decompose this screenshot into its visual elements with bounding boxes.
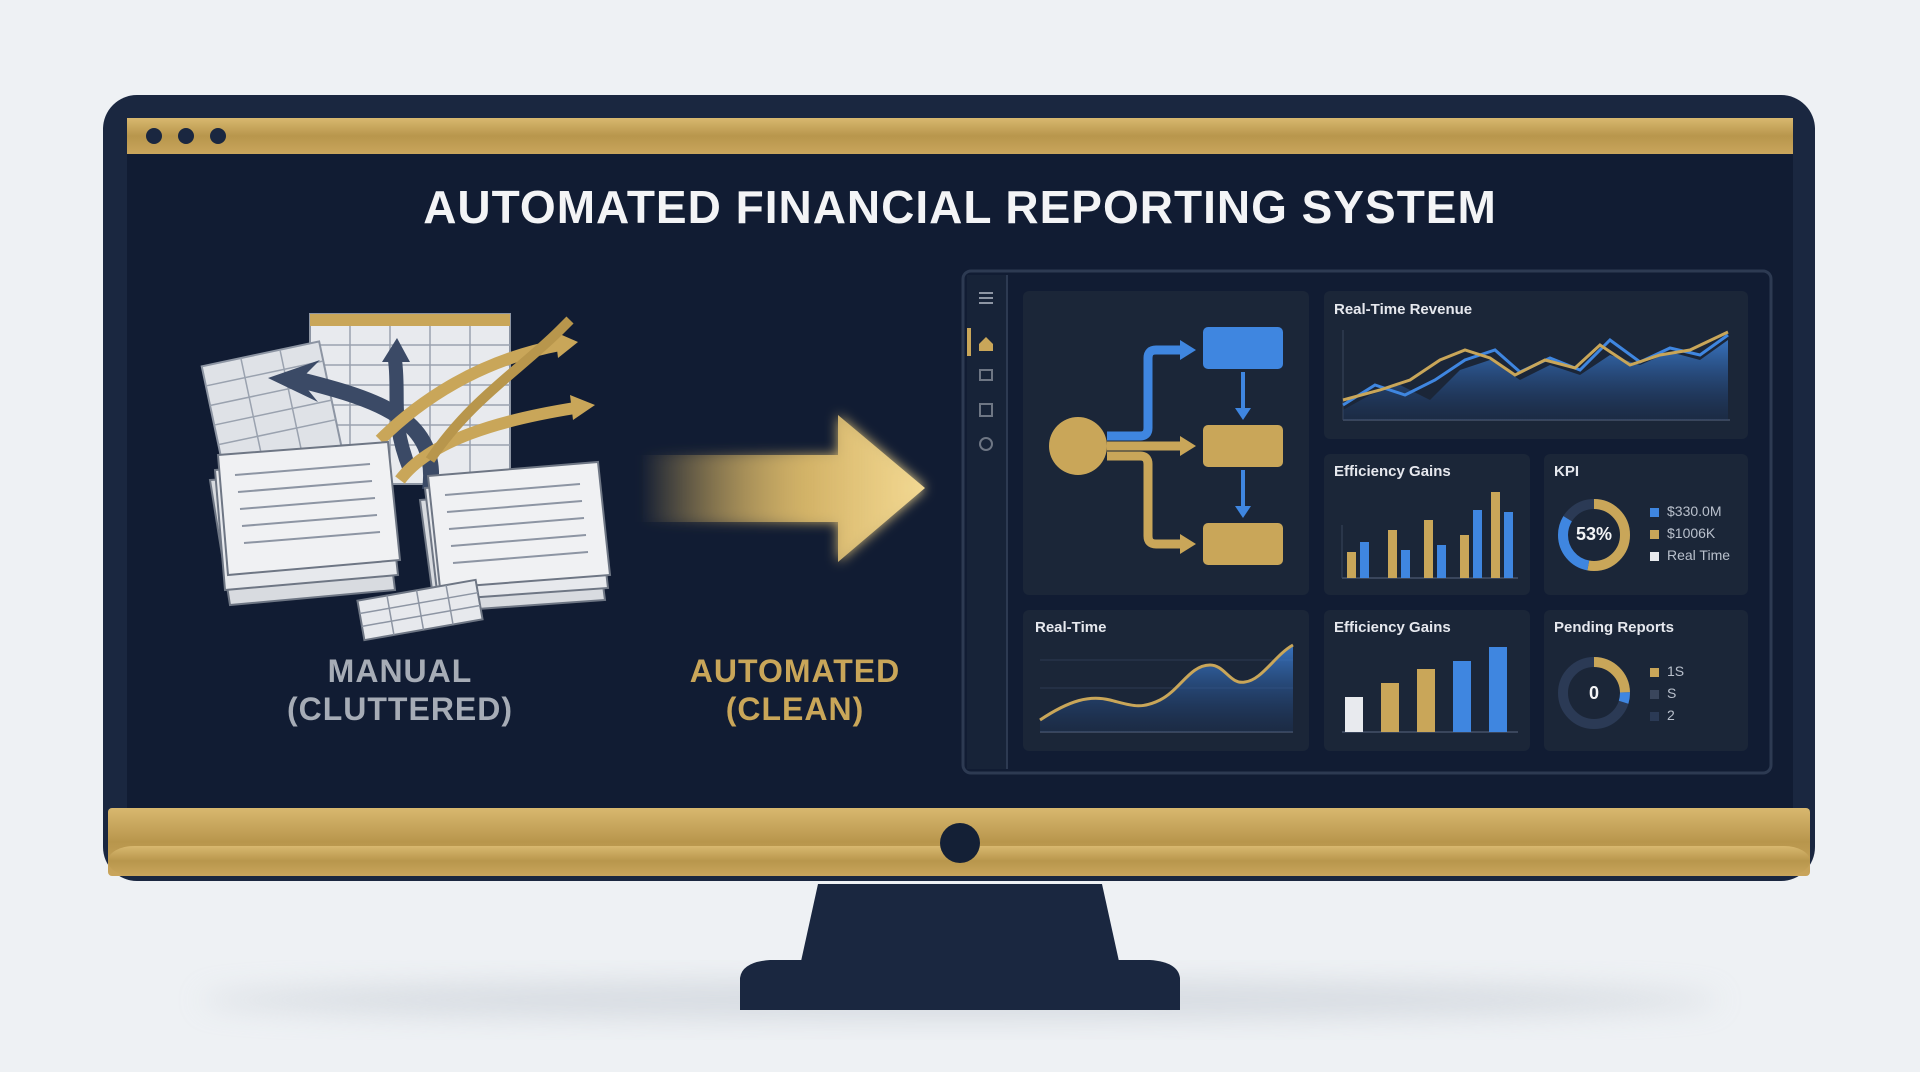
realtime-panel-title: Real-Time: [1035, 619, 1107, 636]
kpi-panel-title: KPI: [1554, 463, 1580, 480]
manual-sublabel: (CLUTTERED): [286, 691, 514, 727]
legend-swatch: [1650, 711, 1659, 721]
efficiency2-panel-title: Efficiency Gains: [1334, 619, 1451, 636]
revenue-area-chart: [1342, 330, 1730, 421]
manual-label: MANUAL: [327, 653, 473, 689]
data-icon: [979, 403, 993, 417]
manual-caption: MANUAL (CLUTTERED): [260, 652, 540, 728]
kpi-legend-item: Real Time: [1650, 547, 1730, 563]
menu-icon: [979, 292, 993, 304]
workflow-diagram: [1049, 327, 1283, 565]
legend-swatch: [1650, 507, 1659, 517]
cluttered-documents-illustration: [200, 313, 612, 642]
pending-donut-chart: [1558, 657, 1630, 729]
legend-swatch: [1650, 689, 1659, 699]
automated-label: AUTOMATED: [689, 653, 901, 689]
settings-icon: [979, 437, 993, 451]
legend-swatch: [1650, 551, 1659, 561]
page-title: AUTOMATED FINANCIAL REPORTING SYSTEM: [423, 181, 1497, 233]
automated-caption: AUTOMATED (CLEAN): [650, 652, 940, 728]
legend-swatch: [1650, 529, 1659, 539]
pending-legend-item: S: [1650, 685, 1676, 701]
kpi-value: 53%: [1575, 524, 1613, 544]
kpi-donut-chart: [1558, 499, 1630, 571]
realtime-area-chart: [1039, 643, 1294, 733]
legend-swatch: [1650, 667, 1659, 677]
pending-legend-item: 1S: [1650, 663, 1684, 679]
transform-arrow-icon: [640, 415, 925, 562]
kpi-legend-item: $1006K: [1650, 525, 1715, 541]
reports-icon: [979, 369, 993, 381]
kpi-legend-item: $330.0M: [1650, 503, 1721, 519]
home-icon: [979, 337, 993, 351]
automated-sublabel: (CLEAN): [725, 691, 865, 727]
revenue-panel-title: Real-Time Revenue: [1334, 301, 1473, 318]
pending-panel-title: Pending Reports: [1554, 619, 1675, 636]
efficiency-bar-chart: [1341, 492, 1518, 579]
pending-legend-item: 2: [1650, 707, 1675, 723]
efficiency-bar-chart-2: [1342, 647, 1518, 733]
pending-value: 0: [1588, 683, 1599, 703]
efficiency-panel-title: Efficiency Gains: [1334, 463, 1451, 480]
